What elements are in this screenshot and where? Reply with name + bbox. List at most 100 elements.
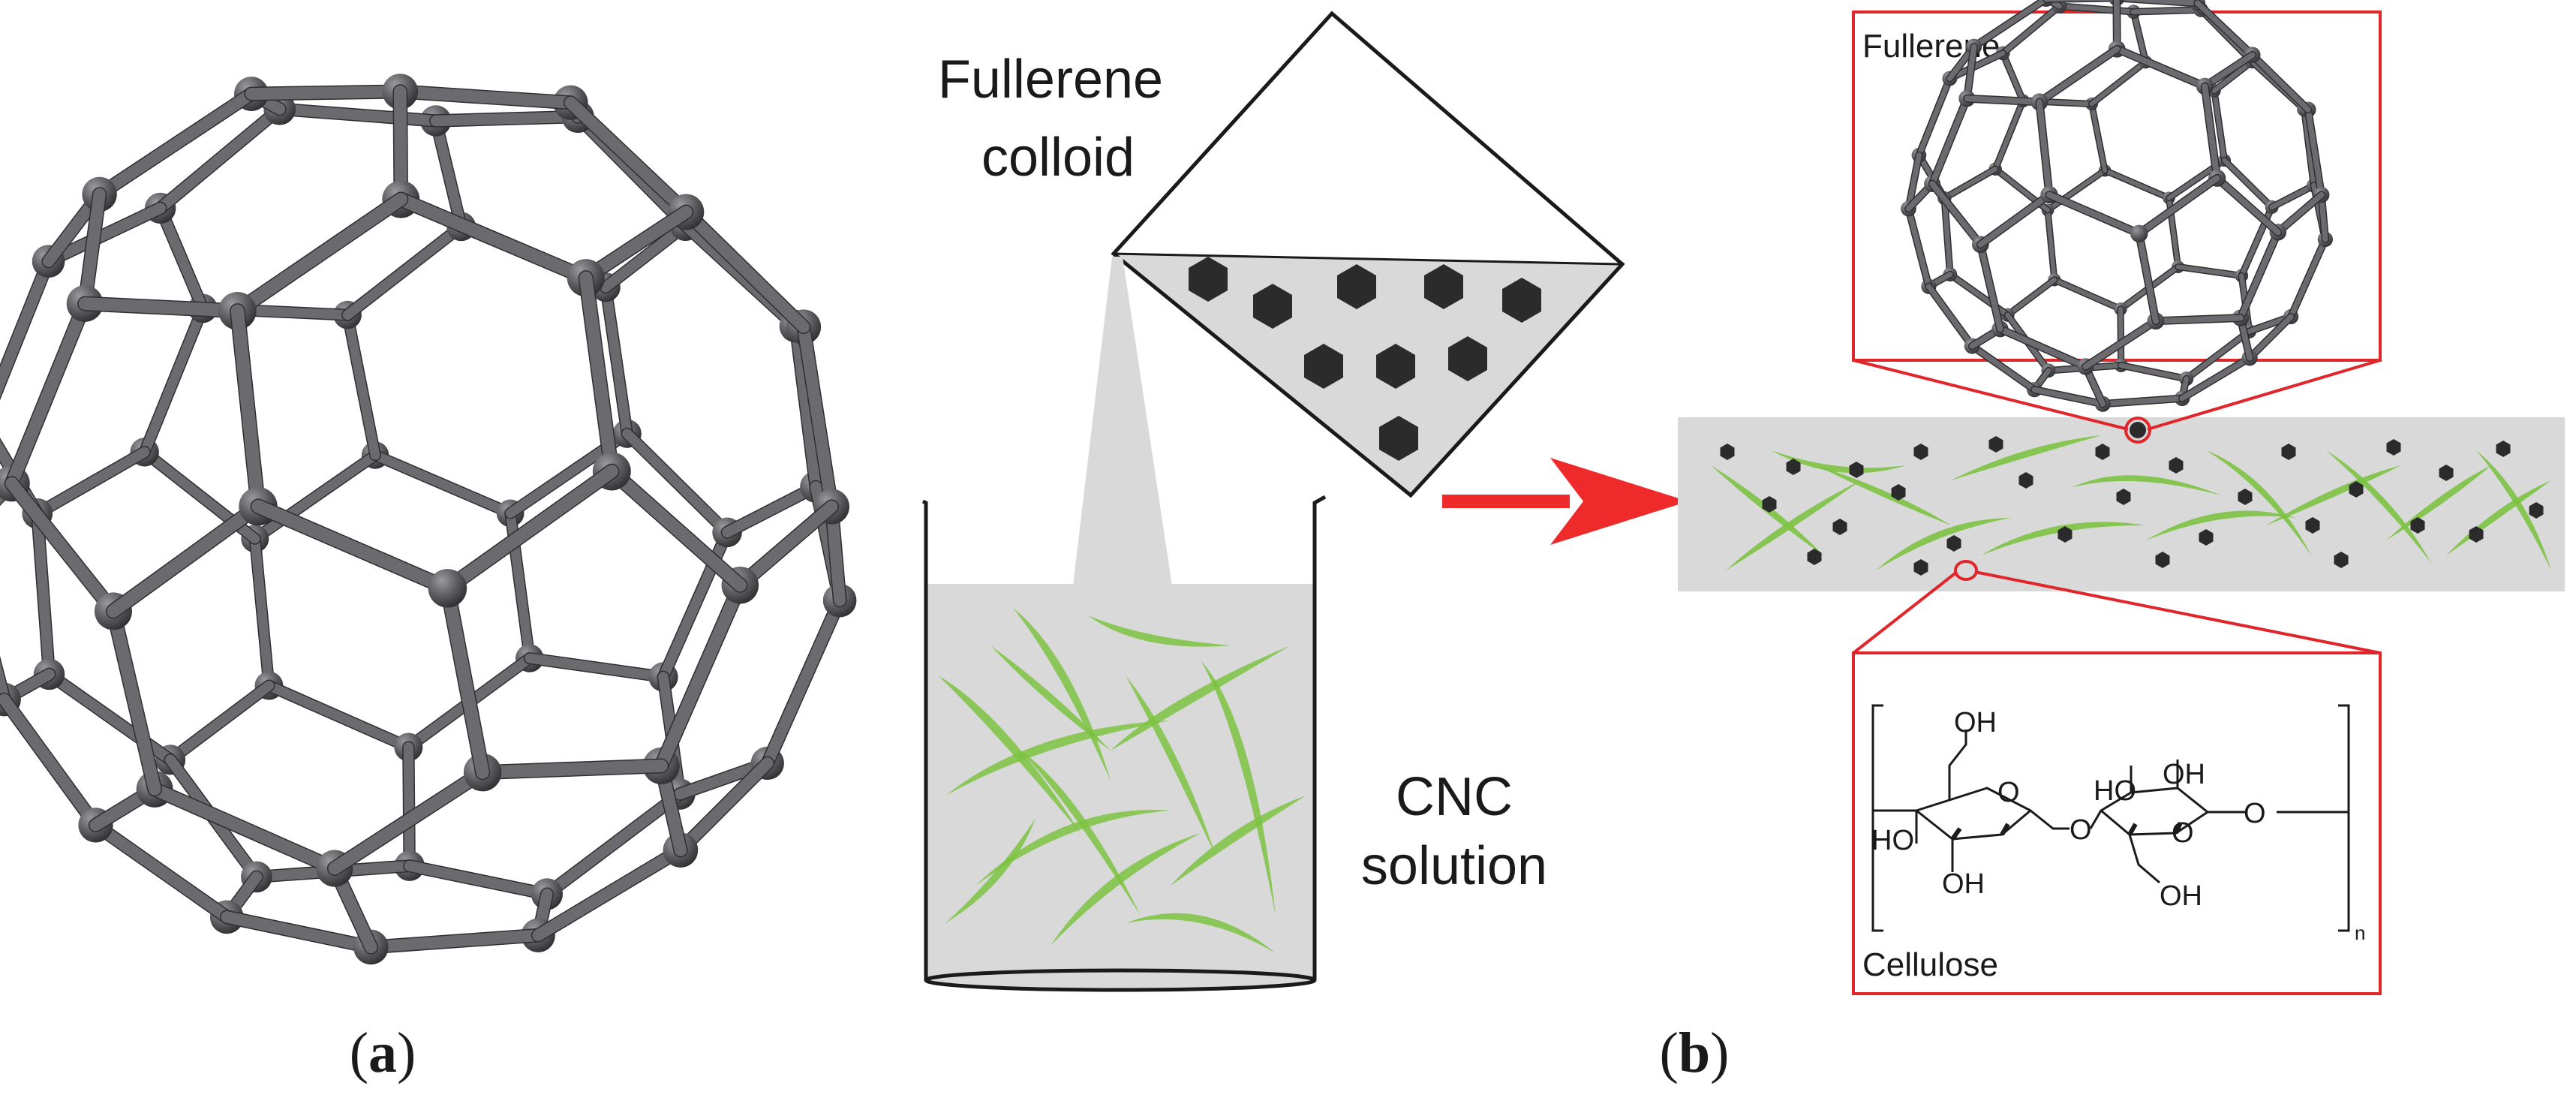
fullerene-bond	[2005, 277, 2057, 317]
chem-oh-3: OH	[2163, 759, 2205, 790]
fullerene-bond	[221, 911, 377, 953]
cnc-fiber	[2146, 510, 2296, 540]
beaker-base	[924, 968, 1317, 992]
fullerene-particle	[1337, 264, 1376, 309]
fullerene-bond	[2288, 236, 2328, 320]
label-cnc-solution-line2: solution	[1361, 836, 1547, 896]
fullerene-particle	[2199, 529, 2214, 546]
fullerene-particle	[1424, 264, 1463, 309]
zoom-marker-cellulose	[1954, 560, 1978, 581]
fullerene-bond	[600, 220, 691, 293]
fullerene-bond	[107, 500, 265, 618]
arrow-shaft	[1442, 495, 1570, 508]
fullerene-bond	[140, 303, 208, 457]
fullerene-bond	[2114, 46, 2208, 89]
fullerene-bond	[2202, 83, 2220, 182]
pouring-stream	[1073, 257, 1172, 585]
fullerene-bond	[2222, 158, 2274, 210]
fullerene-bond	[365, 929, 545, 953]
fullerene-particle	[2439, 465, 2454, 481]
fullerene-bond	[2115, 0, 2201, 6]
fullerene-bond	[5, 477, 120, 618]
cnc-fiber	[1816, 465, 1951, 525]
fullerene-bond	[1942, 167, 1998, 201]
fullerene-bond	[2082, 317, 2159, 370]
fullerene-bond	[532, 844, 687, 942]
fullerene-molecule-large	[0, 74, 857, 965]
fullerene-bond	[342, 221, 467, 320]
fullerene-bond	[2247, 314, 2294, 361]
repeat-unit-n: n	[2355, 922, 2365, 944]
fullerene-bond	[2089, 59, 2148, 107]
arrow-head	[1550, 458, 1688, 545]
cnc-fiber	[1726, 480, 1861, 570]
film-fullerene-particles	[1720, 436, 2544, 576]
cnc-fiber	[975, 810, 1171, 886]
fullerene-bond	[430, 116, 467, 232]
fullerene-bond	[1964, 95, 2042, 105]
beaker-liquid	[926, 584, 1315, 980]
fullerene-bond	[797, 320, 838, 513]
fullerene-bond	[1929, 95, 1970, 187]
highlighted-fullerene-particle	[2130, 422, 2146, 438]
fullerene-bond	[564, 96, 693, 218]
fullerene-bond	[2175, 264, 2244, 278]
fullerene-atom	[2130, 224, 2148, 242]
fullerene-bond	[1970, 0, 2049, 50]
fullerene-bond	[1969, 343, 2037, 393]
fullerene-particle	[1807, 549, 1822, 565]
fullerene-bond	[2249, 52, 2311, 113]
cnc-fiber	[1088, 615, 1231, 647]
fullerene-particle	[2529, 502, 2544, 519]
fullerene-bond	[370, 450, 516, 519]
fullerene-bond	[93, 88, 257, 200]
fullerene-bond	[230, 304, 265, 513]
fullerene-bond	[2118, 362, 2189, 381]
fullerene-bond	[1964, 44, 1977, 102]
fullerene-bond	[1993, 98, 2026, 172]
colloid-container	[1111, 11, 1625, 498]
fullerene-bond	[600, 282, 633, 439]
fullerene-bond	[654, 579, 747, 772]
chem-ho-2: HO	[2094, 775, 2136, 807]
fullerene-bond	[342, 310, 380, 460]
fullerene-atom	[428, 569, 467, 608]
fullerene-bond	[2103, 168, 2172, 200]
fullerene-particle	[2095, 444, 2110, 460]
fullerene-bond	[89, 819, 233, 923]
cnc-fiber	[1126, 913, 1276, 953]
fullerene-particle	[2386, 439, 2401, 456]
chem-o-bridge: O	[2070, 814, 2092, 846]
zoom-box-cellulose-label: Cellulose	[1862, 946, 1998, 983]
fullerene-particle	[2116, 489, 2131, 505]
fullerene-bond	[1946, 50, 2006, 81]
fullerene-bond	[722, 481, 822, 538]
fullerene-bond	[0, 255, 54, 398]
fullerene-molecule-small	[1901, 0, 2333, 412]
fullerene-particle	[2469, 526, 2484, 543]
fullerene-bond	[43, 203, 166, 267]
cnc-fiber	[2071, 475, 2221, 495]
fullerene-bond	[2184, 329, 2252, 382]
fullerene-bond	[2131, 9, 2148, 65]
fullerene-bond	[1942, 195, 1953, 277]
fullerene-bond	[2136, 230, 2159, 324]
fullerene-particle	[2496, 441, 2511, 457]
fullerene-bond	[680, 206, 810, 333]
fullerene-bond	[32, 447, 150, 519]
fullerene-bond	[2036, 46, 2121, 105]
fullerene-particle	[1376, 344, 1415, 389]
cellulose-bonds	[1873, 729, 2349, 884]
fullerene-particle	[1849, 462, 1864, 478]
fullerene-bond	[394, 86, 577, 109]
fullerene-bond	[1977, 241, 2003, 332]
fullerene-bond	[263, 681, 413, 752]
fullerene-bond	[328, 766, 489, 875]
fullerene-particle	[1891, 484, 1906, 501]
fullerene-particle	[2018, 472, 2033, 489]
fullerene-bond	[5, 297, 92, 490]
fullerene-bond	[251, 499, 455, 595]
fullerene-bond	[2194, 0, 2256, 59]
fullerene-bond	[148, 783, 341, 875]
fullerene-bond	[541, 788, 685, 900]
